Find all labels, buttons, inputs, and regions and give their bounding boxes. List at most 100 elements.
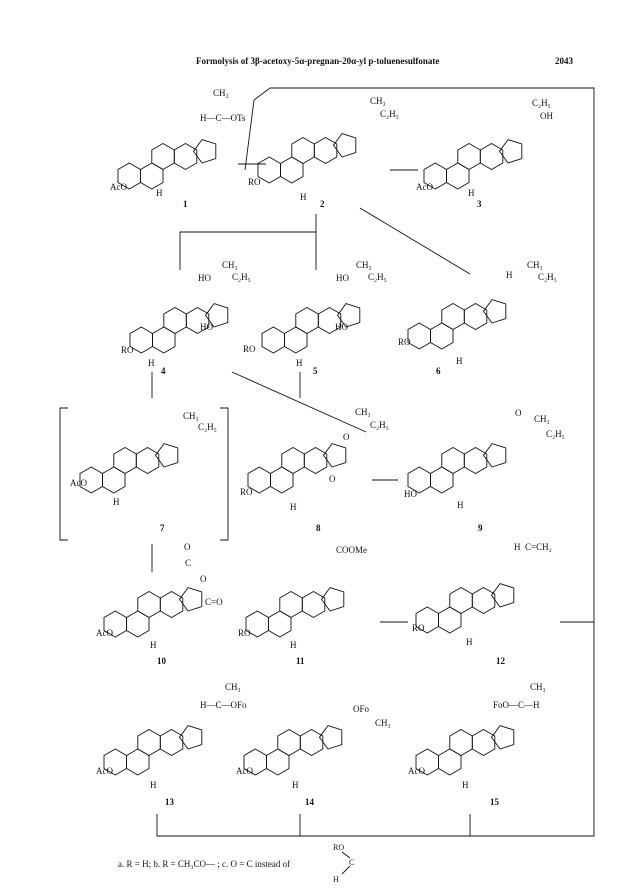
ring-six (463, 446, 488, 475)
substituent-3: HO (404, 489, 417, 499)
compound-number: 8 (316, 523, 321, 533)
compound-number: 12 (496, 656, 506, 666)
substituent-oh-mid: HO (200, 322, 213, 332)
ring-six (152, 326, 176, 354)
ring-six (280, 156, 304, 184)
substituent-h5: H (290, 502, 297, 512)
footnote-c: C (349, 858, 355, 867)
substituent-methyl: CH₃ (370, 96, 386, 106)
substituent-ethyl: C₂H₅ (368, 272, 387, 282)
ring-five (482, 299, 507, 324)
substituent-h5: H (468, 188, 475, 198)
ring-five (192, 139, 217, 164)
substituent-3: RO (240, 487, 253, 497)
ring-six (126, 748, 150, 776)
ring-six (441, 446, 465, 475)
substituent-methyl: CH₃ (375, 718, 391, 728)
substituent-h5: H (148, 358, 155, 368)
substituent-3: RO (243, 344, 256, 354)
substituent-h: H (514, 542, 521, 552)
ring-six (303, 446, 328, 475)
substituent-17: FoO—C—H (493, 700, 540, 710)
substituent-h5: H (150, 780, 157, 790)
substituent-ethyl: C₂H₅ (232, 272, 251, 282)
ring-six (102, 466, 126, 494)
footnote: a. R = H; b. R = CH₃CO— ; c. O = C inste… (118, 859, 291, 869)
ring-six (457, 142, 481, 171)
ring-six (471, 586, 496, 615)
ring-six (135, 446, 160, 475)
ring-six (257, 156, 281, 184)
ring-five (336, 303, 361, 328)
substituent-oh: HO (198, 273, 211, 283)
compound-number: 9 (478, 523, 483, 533)
ring-six (291, 136, 315, 165)
substituent-ethyl: C₂H₅ (198, 422, 217, 432)
substituent-labels: AcO H—C—OTs CH₃ H RO CH₃ C₂H₅ H AcO C₂H₅… (70, 88, 565, 790)
ring-six (113, 446, 137, 475)
ring-six (266, 748, 290, 776)
substituent-3: AcO (408, 766, 425, 776)
substituent-ethyl: C₂H₅ (538, 272, 557, 282)
ring-six (407, 322, 431, 350)
ring-six (151, 142, 175, 171)
footnote-h: H (333, 875, 339, 884)
ring-six (281, 446, 305, 475)
substituent-3: AcO (96, 628, 113, 638)
page-number: 2043 (555, 56, 573, 66)
substituent-3: AcO (416, 182, 433, 192)
substituent-17: H—C—OFo (200, 700, 247, 710)
substituent-oxo-mid: O (329, 474, 336, 484)
ring-six (268, 610, 292, 638)
ring-six (479, 142, 504, 171)
substituent-formate: OFo (353, 704, 370, 714)
substituent-3: AcO (96, 766, 113, 776)
substituent-carbonyl: C=O (205, 597, 223, 607)
ring-six (137, 590, 161, 619)
compound-number: 14 (305, 797, 315, 807)
ring-six (159, 728, 184, 757)
substituent-oh: HO (336, 273, 349, 283)
ring-six (449, 728, 473, 757)
ring-five (332, 133, 357, 158)
ring-five (178, 725, 203, 750)
ring-six (471, 728, 496, 757)
ring-six (430, 466, 454, 494)
ring-six (137, 728, 161, 757)
substituent-vinyl: C=CH₂ (525, 542, 552, 552)
ring-five (320, 587, 345, 612)
substituent-h5: H (456, 356, 463, 366)
ring-six (270, 466, 294, 494)
substituent-oxo: O (515, 408, 522, 418)
substituent-h5: H (292, 780, 299, 790)
scheme-frame-lines (59, 87, 595, 837)
substituent-methyl: CH₃ (225, 682, 241, 692)
ring-six (441, 302, 465, 331)
substituent-oh-mid: HO (335, 322, 348, 332)
compound-labels: 1 2 3 4 5 6 7 8 9 10 11 12 13 14 15 (157, 199, 506, 807)
substituent-3: AcO (236, 766, 253, 776)
ring-six (295, 306, 319, 335)
compound-number: 7 (160, 523, 165, 533)
substituent-3: AcO (110, 182, 127, 192)
substituent-3: RO (238, 628, 251, 638)
substituent-h5: H (466, 637, 473, 647)
ring-five (322, 443, 347, 468)
substituent-ethyl: C₂H₅ (532, 98, 551, 108)
substituent-ester: COOMe (336, 545, 367, 555)
compound-number: 11 (296, 656, 305, 666)
substituent-3: RO (121, 345, 134, 355)
substituent-ethyl: C₂H₅ (370, 420, 389, 430)
ring-six (279, 590, 303, 619)
ring-six (173, 142, 198, 171)
substituent-methyl: CH₃ (527, 260, 543, 270)
ring-six (449, 586, 473, 615)
ring-six (313, 136, 338, 165)
ring-six (277, 728, 301, 757)
ring-five (318, 725, 343, 750)
page-running-title: Formolysis of 3β-acetoxy-5α-pregnan-20α-… (196, 56, 440, 66)
compound-number: 6 (436, 366, 441, 376)
ring-five (178, 587, 203, 612)
substituent-methyl: CH₃ (534, 414, 550, 424)
